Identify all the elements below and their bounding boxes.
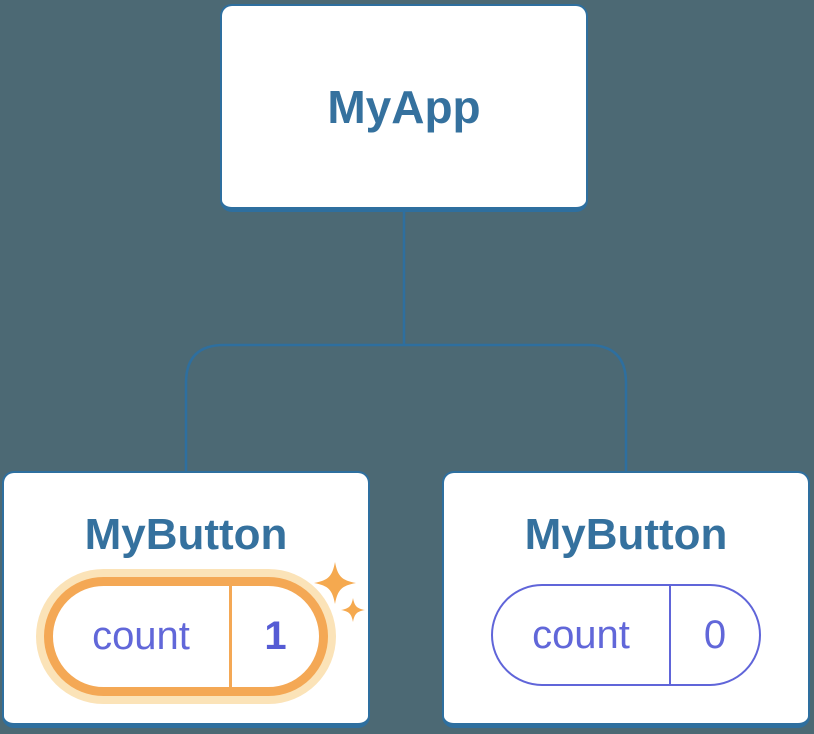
- node-myapp-label: MyApp: [327, 80, 481, 133]
- state-name-label: count: [92, 614, 190, 658]
- state-value: 0: [703, 612, 727, 657]
- pill-divider: [229, 586, 232, 687]
- pill-divider: [669, 586, 671, 684]
- connector-branch: [184, 343, 628, 472]
- node-mybutton-left-label: MyButton: [84, 510, 288, 559]
- node-mybutton-right-label: MyButton: [524, 510, 728, 559]
- node-myapp: MyApp: [220, 4, 588, 212]
- state-value: 1: [264, 614, 287, 658]
- state-name-label: count: [532, 612, 630, 657]
- state-pill-highlighted: count 1: [44, 577, 328, 696]
- node-mybutton-right: MyButton count 0: [442, 471, 810, 728]
- node-mybutton-left: MyButton count 1: [2, 471, 370, 728]
- state-pill: count 0: [491, 584, 761, 686]
